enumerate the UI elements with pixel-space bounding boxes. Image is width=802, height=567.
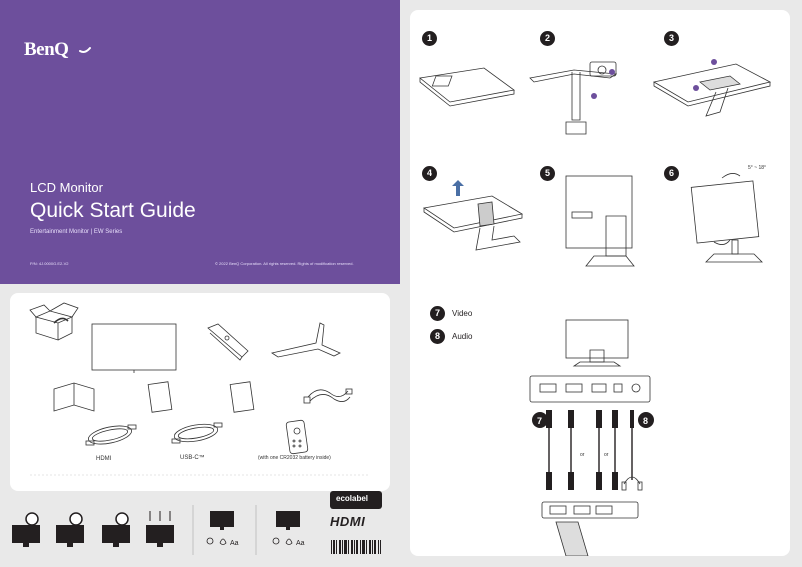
usbc-cable-icon (171, 422, 223, 444)
step2-stand-illustration (529, 61, 618, 135)
step-number: 5 (540, 166, 555, 181)
hdmi-cable-icon (85, 424, 137, 446)
setup-steps-panel: 1 2 3 4 5 6 5° ~ 18° (410, 10, 790, 556)
usage-warnings: Aa Aa (12, 505, 305, 555)
or-label: or (580, 452, 585, 458)
no-rain-icon (102, 525, 130, 547)
stand-base-icon (271, 322, 341, 358)
lift-arrow-icon (452, 180, 464, 196)
audio-marker: 8 (643, 416, 648, 426)
audio-label: Audio (452, 332, 473, 341)
step-number: 2 (540, 31, 555, 46)
tilt-range-label: 5° ~ 18° (748, 165, 767, 171)
power-on-icon (210, 511, 234, 530)
rear-monitor-icon (565, 319, 629, 359)
barcode-icon (331, 540, 381, 554)
svg-text:Aa: Aa (296, 540, 305, 547)
port-panel (529, 375, 651, 403)
step-number: 1 (422, 31, 437, 46)
box-icon (29, 302, 79, 341)
remote-control-icon (285, 419, 309, 455)
audio-step-number: 8 (430, 329, 445, 344)
step4-lift-illustration (422, 195, 524, 251)
hdmi-logo: HDMI (330, 514, 366, 529)
product-type: LCD Monitor (30, 180, 103, 195)
documents-icon (53, 381, 255, 413)
assembly-illustrations (419, 59, 772, 267)
monitor-panel-icon (91, 323, 177, 373)
computer-icon (555, 521, 589, 556)
contents-illustration (29, 302, 370, 476)
logo-swoosh-icon (79, 47, 91, 53)
package-contents-panel: HDMI USB-C™ (with one CR2032 battery ins… (10, 293, 390, 491)
ventilation-icon (146, 525, 174, 547)
cover-panel: BenQ LCD Monitor Quick Start Guide Enter… (0, 0, 400, 284)
no-stack-icon (12, 525, 40, 547)
usbc-cable-label: USB-C™ (180, 455, 205, 461)
series-subtitle: Entertainment Monitor | EW Series (30, 229, 123, 235)
doc-number: P/N: 4J.0000G.E2-V2 (30, 261, 69, 266)
step-number: 4 (422, 166, 437, 181)
step3-attach-illustration (652, 63, 772, 117)
step5-monitor-illustration (565, 175, 635, 267)
video-label: Video (452, 309, 473, 318)
svg-text:Aa: Aa (230, 540, 239, 547)
step-number: 3 (664, 31, 679, 46)
brand-name: BenQ (24, 39, 69, 60)
step6-tilt-illustration (690, 173, 763, 263)
hdmi-cable-label: HDMI (96, 456, 112, 462)
video-marker: 7 (537, 416, 542, 426)
step-number: 6 (664, 166, 679, 181)
no-symbol-icon (115, 512, 129, 526)
power-off-icon (276, 511, 300, 530)
connection-diagram: 7 8 or or (529, 319, 654, 556)
benq-logo: BenQ (24, 36, 92, 68)
ecolabel-logo: ecolabel (330, 491, 382, 509)
copyright-text: © 2022 BenQ Corporation. All rights rese… (215, 261, 354, 266)
no-touch-icon (56, 525, 84, 547)
or-label: or (604, 452, 609, 458)
stand-arm-icon (207, 323, 249, 361)
page-title: Quick Start Guide (30, 199, 196, 222)
power-cable-icon (303, 388, 353, 404)
no-symbol-icon (25, 512, 39, 526)
step1-panel-illustration (419, 67, 515, 107)
source-device-panel (541, 501, 639, 519)
no-symbol-icon (69, 512, 83, 526)
video-step-number: 7 (430, 306, 445, 321)
remote-label: (with one CR2032 battery inside) (258, 455, 331, 461)
